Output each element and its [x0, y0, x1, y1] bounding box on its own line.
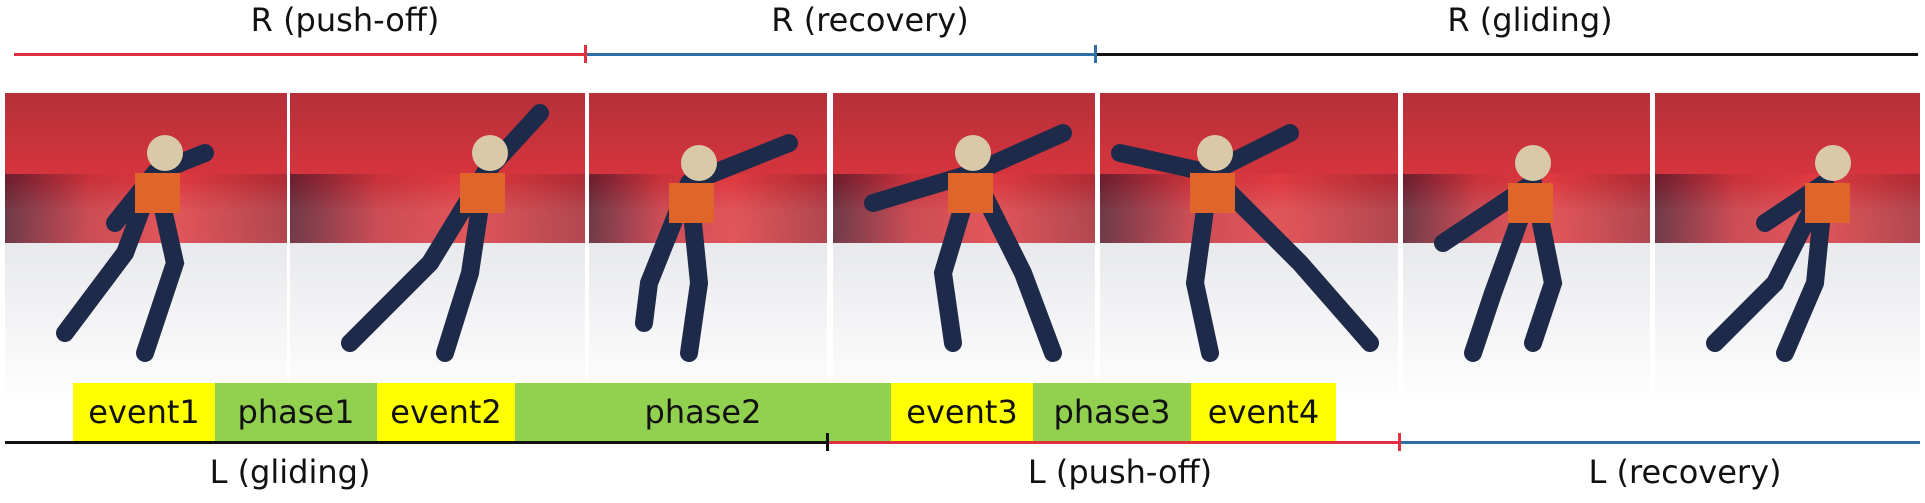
skater-figure-icon [56, 135, 214, 362]
bottom-line-push-off [829, 441, 1399, 444]
skater-frame-7 [1655, 93, 1920, 405]
timeline-phase3: phase3 [1033, 383, 1191, 441]
bottom-phase-label-push-off: L (push-off) [1027, 453, 1213, 491]
top-phase-label-gliding: R (gliding) [1447, 1, 1613, 39]
skater-frame-6 [1403, 93, 1650, 405]
top-tick-1 [584, 45, 587, 63]
skater-figure-icon [864, 124, 1072, 362]
bottom-tick-1 [826, 433, 829, 451]
timeline-event1: event1 [73, 383, 215, 441]
skater-frame-2 [290, 93, 585, 405]
bottom-line-recovery [1401, 441, 1920, 444]
top-line-recovery [587, 53, 1095, 56]
skater-figure-icon [341, 104, 549, 362]
top-tick-2 [1094, 45, 1097, 63]
bottom-phase-label-gliding: L (gliding) [209, 453, 371, 491]
skater-frame-1 [5, 93, 287, 405]
skater-figure-icon [1706, 145, 1851, 362]
skater-frame-3 [589, 93, 827, 405]
skater-frame-4 [833, 93, 1095, 405]
bottom-tick-2 [1398, 433, 1401, 451]
skater-figure-icon [1434, 145, 1563, 362]
skater-figure-icon [635, 134, 798, 362]
bottom-phase-label-recovery: L (recovery) [1588, 453, 1782, 491]
timeline-event4: event4 [1191, 383, 1336, 441]
top-line-push-off [14, 53, 586, 56]
timeline-phase2: phase2 [515, 383, 891, 441]
top-phase-label-recovery: R (recovery) [771, 1, 969, 39]
skater-frame-5 [1100, 93, 1398, 405]
top-line-gliding [1097, 53, 1918, 56]
bottom-line-gliding [5, 441, 827, 444]
timeline-event3: event3 [891, 383, 1033, 441]
skater-figure-icon [1111, 124, 1379, 362]
timeline-phase1: phase1 [215, 383, 377, 441]
top-phase-label-push-off: R (push-off) [250, 1, 440, 39]
timeline-event2: event2 [377, 383, 515, 441]
